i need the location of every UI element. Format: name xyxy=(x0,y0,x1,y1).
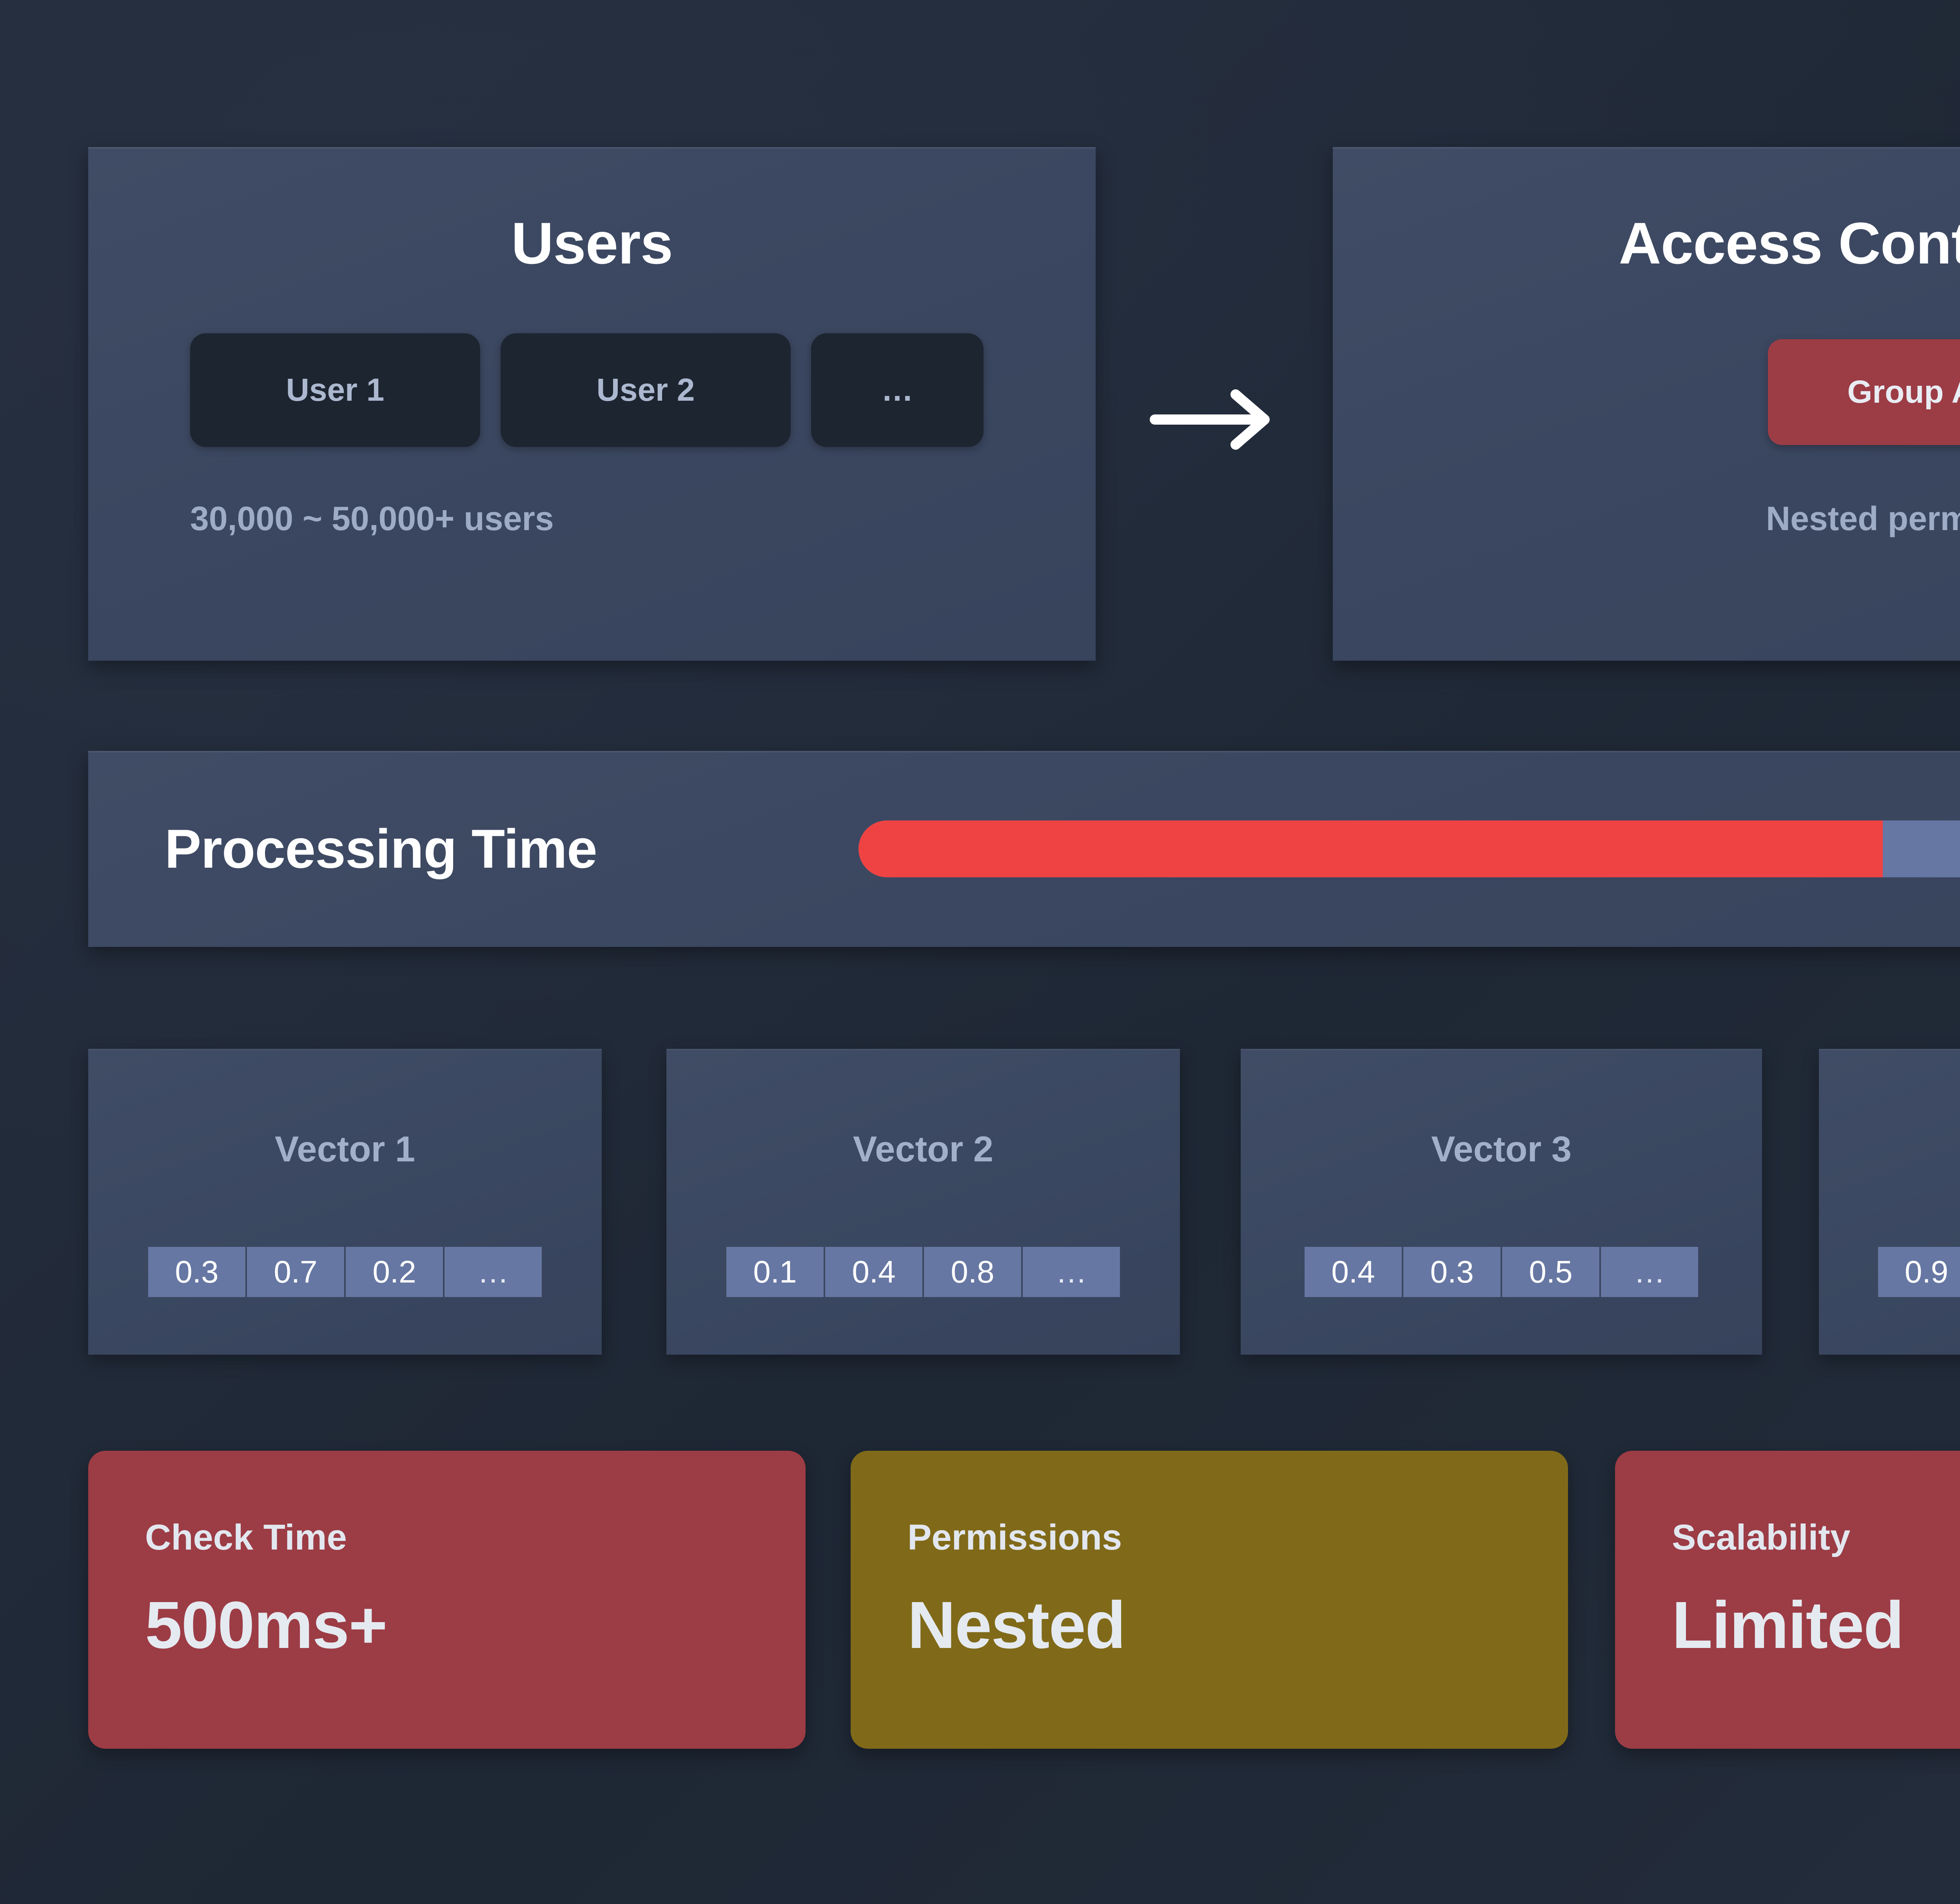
vector-card-title: Vector 2 xyxy=(853,1129,993,1169)
vector-card-1: Vector 1 0.3 0.7 0.2 … xyxy=(88,1049,602,1355)
vector-cell: 0.1 xyxy=(726,1247,824,1297)
user-chip-2[interactable]: User 2 xyxy=(501,333,791,447)
vector-cell-ellipsis: … xyxy=(1023,1247,1120,1297)
vector-cell: 0.9 xyxy=(1878,1247,1960,1297)
vector-card-title: Vector 1 xyxy=(275,1129,415,1169)
users-panel-title: Users xyxy=(511,210,673,276)
user-chip-1[interactable]: User 1 xyxy=(190,333,480,447)
user-chip-row: User 1 User 2 … xyxy=(190,333,984,447)
vector-cell: 0.3 xyxy=(148,1247,245,1297)
stat-card-scalability: Scalability Limited xyxy=(1615,1451,1960,1749)
vector-cell-ellipsis: … xyxy=(445,1247,542,1297)
processing-time-label: Processing Time xyxy=(165,818,597,879)
vector-cell: 0.5 xyxy=(1502,1247,1599,1297)
vector-cell: 0.4 xyxy=(825,1247,922,1297)
access-control-panel: Access Control Group A Dept 1 Nested per… xyxy=(1333,147,1960,661)
vector-card-title: Vector 3 xyxy=(1431,1129,1572,1169)
vector-cell-row: 0.3 0.7 0.2 … xyxy=(148,1247,542,1297)
vector-cell-row: 0.9 0.2 0.6 … xyxy=(1878,1247,1960,1297)
processing-time-panel: Processing Time xyxy=(88,751,1960,947)
vector-card-2: Vector 2 0.1 0.4 0.8 … xyxy=(666,1049,1180,1355)
vector-cell-row: 0.1 0.4 0.8 … xyxy=(726,1247,1120,1297)
access-badge-row: Group A Dept 1 xyxy=(1768,339,1960,445)
users-count-caption: 30,000 ~ 50,000+ users xyxy=(190,500,554,538)
badge-group-a[interactable]: Group A xyxy=(1768,339,1960,445)
stat-label: Permissions xyxy=(907,1517,1122,1557)
nested-permissions-caption: Nested permissions xyxy=(1766,500,1960,538)
vector-cell-ellipsis: … xyxy=(1601,1247,1698,1297)
vector-cell: 0.2 xyxy=(346,1247,443,1297)
vector-card-title: Vector 4 xyxy=(1819,1131,1960,1167)
vector-cell: 0.8 xyxy=(924,1247,1021,1297)
vector-cell-row: 0.4 0.3 0.5 … xyxy=(1305,1247,1698,1297)
stat-value: Limited xyxy=(1672,1588,1904,1662)
vector-cell: 0.3 xyxy=(1403,1247,1501,1297)
processing-time-progress-bar[interactable] xyxy=(858,820,1960,878)
stat-value: Nested xyxy=(907,1588,1126,1662)
stat-card-check-time: Check Time 500ms+ xyxy=(88,1451,806,1749)
stat-label: Check Time xyxy=(145,1517,347,1557)
arrow-right-icon xyxy=(1149,388,1282,451)
stat-label: Scalability xyxy=(1672,1517,1851,1557)
vector-cell: 0.4 xyxy=(1305,1247,1402,1297)
vector-cell: 0.7 xyxy=(247,1247,344,1297)
access-control-panel-title: Access Control xyxy=(1619,210,1960,276)
stat-card-permissions: Permissions Nested xyxy=(851,1451,1568,1749)
vector-card-4: Vector 4 0.9 0.2 0.6 … xyxy=(1819,1049,1960,1355)
vector-card-3: Vector 3 0.4 0.3 0.5 … xyxy=(1241,1049,1762,1355)
user-chip-more[interactable]: … xyxy=(811,333,984,447)
processing-time-progress-fill xyxy=(858,820,1883,878)
users-panel: Users User 1 User 2 … 30,000 ~ 50,000+ u… xyxy=(88,147,1096,661)
stat-value: 500ms+ xyxy=(145,1588,388,1662)
